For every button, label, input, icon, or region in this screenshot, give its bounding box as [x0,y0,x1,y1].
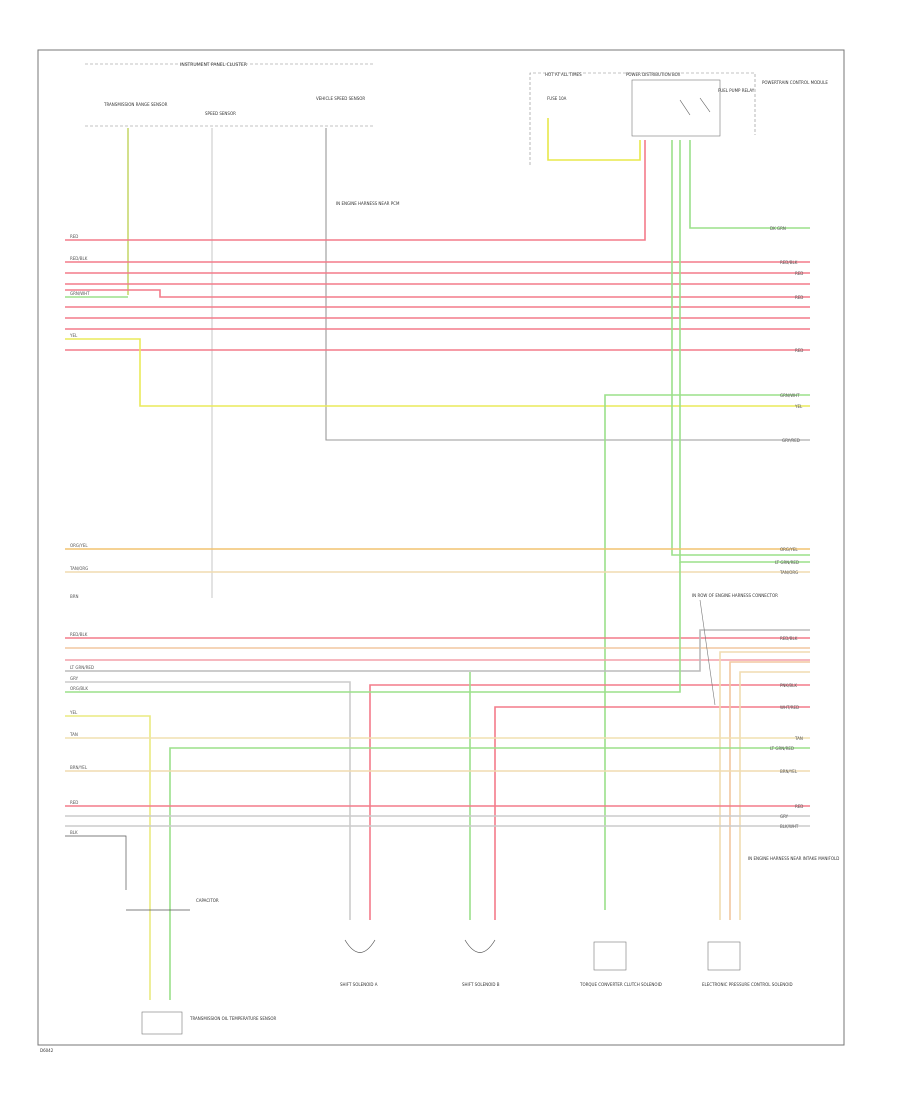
llabel-8: RED/BLK [70,632,88,637]
wire-gry-low [65,629,810,672]
wire-grn-relay-1 [689,140,810,229]
llabel-3: GRN/WHT [70,291,90,296]
label-shift-b: SHIFT SOLENOID B [462,982,500,987]
relay-coil [699,97,711,113]
header-title: INSTRUMENT PANEL CLUSTER [180,62,247,68]
footer-code: D6042 [40,1048,54,1053]
rlabel-8: GRY/RED [782,438,800,443]
llabel-1: RED [70,234,78,239]
label-tcc: TORQUE CONVERTER CLUTCH SOLENOID [579,982,662,987]
relay-box [631,79,721,137]
llabel-13: TAN [69,732,78,737]
note-splice: IN ENGINE HARNESS NEAR PCM [336,201,400,206]
wire-grn-relay-2 [679,140,810,563]
wire-yel-loop [65,338,810,407]
note-splice2: IN ENGINE HARNESS NEAR INTAKE MANIFOLD [748,856,839,861]
tr-switch-box [141,1011,183,1035]
llabel-7: BRN [70,594,79,599]
wire-red-shift [369,684,810,920]
llabel-6: TAN/ORG [69,566,88,571]
wire-wht-shift [65,681,351,920]
wire-grn-mid [169,747,810,1000]
label-vss: VEHICLE SPEED SENSOR [316,96,365,101]
wire-fuse-yel [547,118,641,161]
shift-b-coil [464,939,496,953]
pdb-outline [626,72,756,135]
label-pdb: POWER DISTRIBUTION BOX [626,72,681,77]
llabel-9: LT GRN/RED [70,665,94,670]
rlabel-14: WHT/RED [780,705,799,710]
wire-ground-cap [65,835,127,890]
splice-leader [699,599,716,706]
wire-red-1 [65,140,646,241]
label-fuse-top: HOT AT ALL TIMES [545,72,582,77]
tcc-box [593,941,627,971]
rlabel-10: LT GRN/RED [775,560,799,565]
label-tach: TRANSMISSION RANGE SENSOR [103,102,168,107]
note-connector: IN ROW OF ENGINE HARNESS CONNECTOR [692,593,778,598]
fuse-box-outline [529,72,630,165]
shift-a-coil [344,939,376,953]
label-tr-switch: TRANSMISSION OIL TEMPERATURE SENSOR [189,1016,277,1021]
rlabel-11: TAN/ORG [779,570,798,575]
label-epc: ELECTRONIC PRESSURE CONTROL SOLENOID [702,982,793,987]
rlabel-2: RED/BLK [780,260,798,265]
wire-vss [325,128,810,441]
llabel-10: GRY [70,676,79,681]
rlabel-7: YEL [794,404,803,409]
epc-box [707,941,741,971]
rlabel-4: RED [795,295,803,300]
rlabel-1: DK GRN [770,226,786,231]
label-shift-a: SHIFT SOLENOID A [340,982,378,987]
llabel-12: YEL [69,710,78,715]
llabel-2: RED/BLK [70,256,88,261]
rlabel-20: BLK/WHT [780,824,799,829]
llabel-15: RED [70,800,78,805]
rlabel-17: BRN/YEL [780,769,798,774]
wire-grn-relay-3 [671,140,810,556]
rlabel-9: ORG/YEL [780,547,798,552]
rlabel-12: RED/BLK [780,636,798,641]
diagram-frame [37,49,845,1046]
wire-red-tcc [494,706,810,920]
rlabel-13: PNK/BLK [780,683,797,688]
wire-org-epc [729,661,810,920]
llabel-11: ORG/BLK [70,686,88,691]
llabel-4: YEL [69,333,78,338]
llabel-16: BLK [70,830,78,835]
wire-grn-low [65,562,681,693]
rlabel-6: GRN/WHT [780,393,800,398]
label-capacitor: CAPACITOR [196,898,219,903]
wire-tan2-epc [739,671,810,920]
relay-switch [679,99,691,116]
rlabel-3: RED [795,271,803,276]
wire-tan-epc [719,651,810,920]
label-fuse: FUSE 10A [547,96,567,101]
rlabel-16: LT GRN/RED [770,746,794,751]
label-pcm-top: POWERTRAIN CONTROL MODULE [762,80,828,85]
rlabel-15: TAN [794,736,803,741]
llabel-14: BRN/YEL [70,765,88,770]
rlabel-5: RED [795,348,803,353]
rlabel-19: GRY [780,814,789,819]
label-speed: SPEED SENSOR [205,111,236,116]
wire-yel-cap [65,715,151,1000]
wire-red-5 [65,289,810,298]
llabel-5: ORG/YEL [70,543,88,548]
label-relay: FUEL PUMP RELAY [718,88,755,93]
rlabel-18: RED [795,804,803,809]
